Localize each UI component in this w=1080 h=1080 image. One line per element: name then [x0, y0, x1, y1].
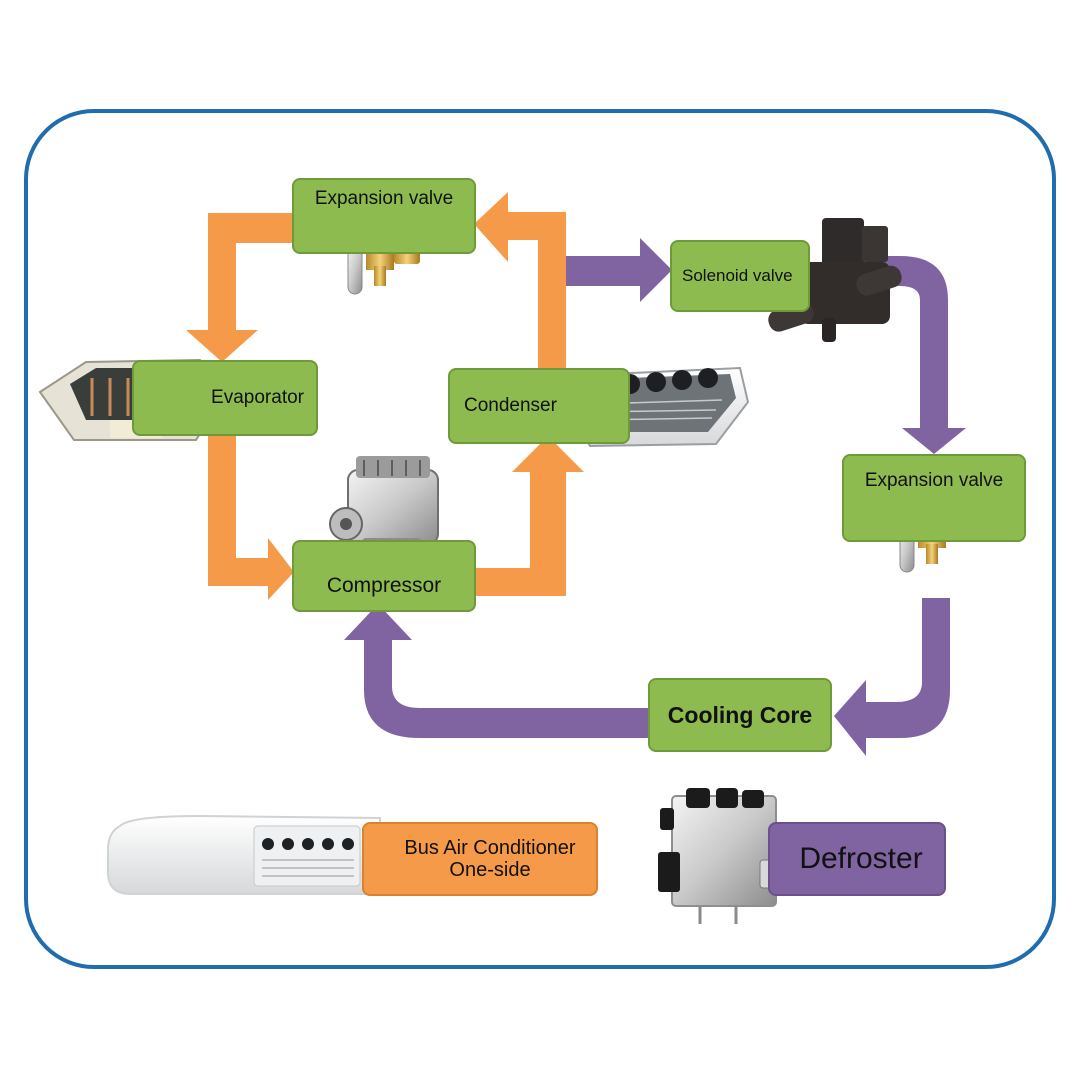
cooling-core-label: Cooling Core — [667, 701, 813, 728]
flow-arrow-expansion-to-cooling-core — [834, 598, 950, 756]
bus-ac-line1: Bus Air Conditioner — [404, 837, 576, 859]
cooling-core-node: Cooling Core — [648, 678, 832, 752]
flow-arrow-condenser-to-solenoid — [566, 238, 672, 302]
evaporator-node: Evaporator — [132, 360, 318, 436]
condenser-label: Condenser — [464, 395, 557, 416]
purple-flow-arrows — [344, 238, 966, 756]
compressor-label: Compressor — [326, 574, 442, 597]
expansion-valve-top-node: Expansion valve — [292, 178, 476, 254]
flow-arrow-evaporator-to-compressor — [208, 434, 294, 600]
expansion-valve-right-node: Expansion valve — [842, 454, 1026, 542]
bus-air-conditioner-legend: Bus Air Conditioner One-side — [362, 822, 598, 896]
compressor-node: Compressor — [292, 540, 476, 612]
bus-air-conditioner-photo — [107, 814, 381, 895]
condenser-node: Condenser — [448, 368, 630, 444]
solenoid-valve-label: Solenoid valve — [682, 266, 793, 285]
flow-arrow-cooling-core-to-compressor — [344, 604, 652, 738]
flow-arrow-solenoid-to-expansion — [880, 256, 966, 454]
expansion-valve-top-label: Expansion valve — [314, 188, 454, 209]
bus-ac-line2: One-side — [449, 859, 531, 881]
flow-arrow-compressor-to-condenser — [476, 436, 584, 596]
flow-arrow-condenser-to-valve — [474, 192, 566, 370]
diagram-frame — [24, 109, 1056, 969]
defroster-legend: Defroster — [768, 822, 946, 896]
solenoid-valve-node: Solenoid valve — [670, 240, 810, 312]
defroster-photo — [658, 788, 783, 924]
expansion-valve-right-label: Expansion valve — [864, 470, 1004, 491]
defroster-label: Defroster — [799, 842, 923, 875]
orange-flow-arrows — [186, 192, 584, 600]
flow-arrow-valve-to-evaporator — [186, 213, 294, 362]
evaporator-label: Evaporator — [211, 387, 304, 408]
solenoid-valve-photo — [768, 218, 902, 342]
